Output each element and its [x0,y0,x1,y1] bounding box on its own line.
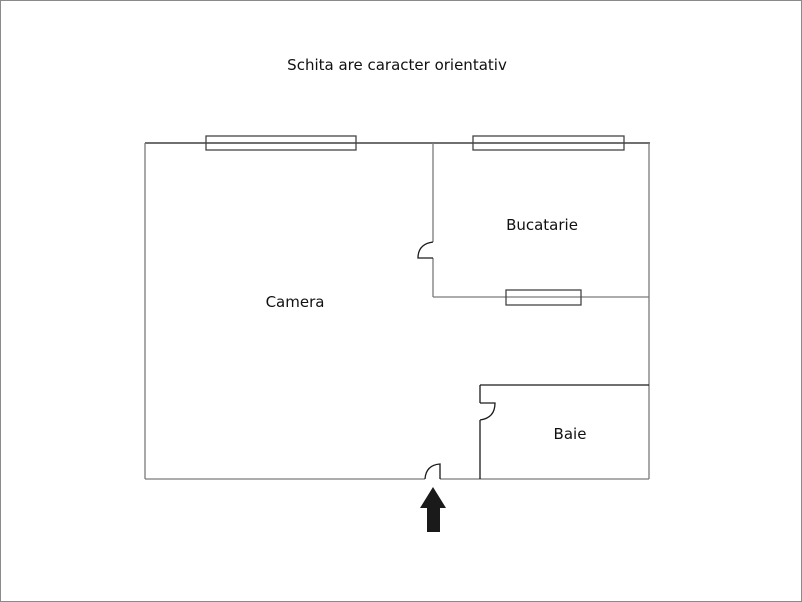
room-label-baie: Baie [553,425,587,443]
window-icon [205,135,357,151]
window-icon [472,135,625,151]
arrow-up-icon [420,487,446,532]
door-arc-icon [417,241,434,259]
outer-walls [144,142,650,480]
door-arc-icon [479,402,496,421]
kitchen-walls [432,143,649,298]
room-label-bucatarie: Bucatarie [506,216,578,234]
room-label-camera: Camera [265,293,325,311]
window-icon [505,289,582,306]
page-title: Schita are caracter orientativ [287,56,507,74]
bathroom-walls [479,384,649,479]
door-arc-icon [424,463,441,480]
